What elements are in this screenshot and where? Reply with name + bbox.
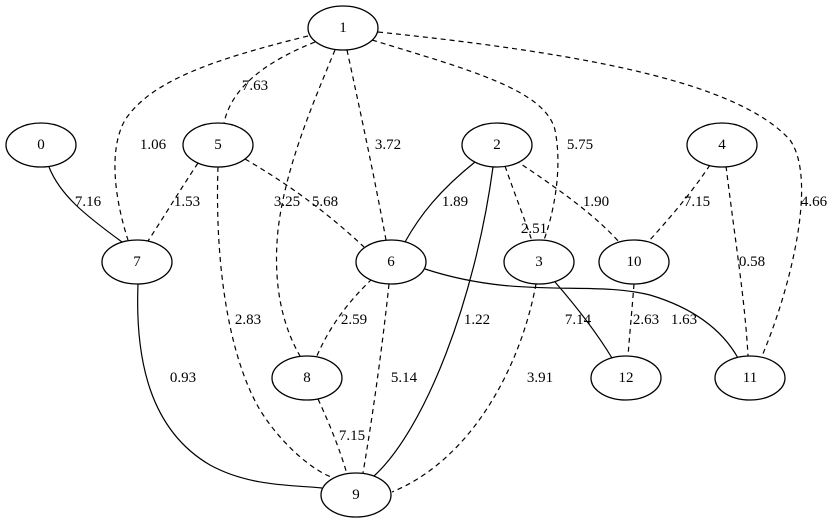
edge-labels-layer: 7.63 1.06 3.25 3.72 5.75 4.66 7.16 1.53 5.68 2.83… (75, 78, 828, 444)
edge-label-8-9: 7.15 (339, 428, 365, 444)
node-ellipse (101, 239, 173, 285)
edge-label-1-11: 4.66 (801, 194, 828, 210)
edge-label-6-11: 1.63 (671, 312, 697, 328)
edge-label-3-9: 3.91 (527, 370, 553, 386)
edge-1-6 (346, 49, 387, 241)
node-7: 7 (101, 239, 173, 285)
node-label: 11 (743, 370, 757, 386)
edge-2-6 (404, 161, 476, 243)
edge-label-7-9: 0.93 (170, 370, 196, 386)
node-6: 6 (355, 239, 427, 285)
node-ellipse (461, 122, 533, 168)
node-5: 5 (182, 122, 254, 168)
edge-4-10 (647, 164, 711, 243)
edge-1-3 (371, 39, 559, 241)
edge-2-10 (514, 159, 621, 244)
node-label: 10 (627, 254, 642, 270)
node-label: 5 (214, 137, 222, 153)
node-ellipse (5, 122, 77, 168)
edge-label-2-3: 2.51 (521, 221, 547, 237)
node-label: 12 (619, 370, 634, 386)
node-9: 9 (320, 472, 392, 518)
edge-1-8 (275, 49, 336, 357)
edge-label-2-6: 1.89 (442, 194, 468, 210)
edge-label-1-3: 5.75 (567, 137, 593, 153)
edge-label-6-9: 5.14 (391, 370, 418, 386)
node-ellipse (590, 355, 662, 401)
edge-5-6 (244, 158, 365, 248)
edge-label-5-7: 1.53 (174, 194, 200, 210)
node-4: 4 (686, 122, 758, 168)
edge-6-9 (362, 283, 390, 474)
edge-1-5 (223, 41, 316, 124)
edge-label-3-12: 7.14 (565, 312, 592, 328)
edge-5-7 (147, 162, 199, 242)
edge-3-12 (554, 281, 613, 359)
edge-0-7 (48, 166, 123, 243)
edge-label-4-10: 7.15 (684, 194, 710, 210)
edge-1-7 (114, 35, 309, 241)
edge-5-9 (216, 166, 336, 479)
node-2: 2 (461, 122, 533, 168)
edge-8-9 (317, 398, 348, 475)
edge-label-1-8: 3.25 (274, 194, 300, 210)
node-label: 0 (37, 137, 45, 153)
edge-label-6-8: 2.59 (341, 312, 367, 328)
edge-label-0-7: 7.16 (75, 194, 102, 210)
edge-label-5-6: 5.68 (312, 194, 338, 210)
edge-4-11 (725, 165, 749, 357)
node-8: 8 (271, 355, 343, 401)
node-0: 0 (5, 122, 77, 168)
edge-label-1-5: 7.63 (242, 78, 268, 94)
edge-7-9 (137, 283, 323, 489)
node-label: 3 (535, 254, 543, 270)
node-label: 2 (493, 137, 501, 153)
node-12: 12 (590, 355, 662, 401)
node-label: 6 (387, 254, 395, 270)
node-label: 4 (718, 137, 726, 153)
node-ellipse (503, 239, 575, 285)
edge-6-8 (315, 278, 373, 359)
node-1: 1 (307, 5, 379, 51)
edges-layer (48, 31, 803, 493)
node-label: 9 (352, 487, 360, 503)
node-ellipse (355, 239, 427, 285)
node-ellipse (307, 5, 379, 51)
node-label: 8 (303, 370, 311, 386)
node-label: 1 (339, 20, 347, 36)
node-ellipse (598, 239, 670, 285)
edge-label-1-7: 1.06 (140, 137, 167, 153)
edge-label-5-9: 2.83 (235, 312, 261, 328)
node-ellipse (271, 355, 343, 401)
edge-10-12 (627, 283, 635, 357)
edge-label-2-9: 1.22 (464, 312, 490, 328)
edge-2-9 (372, 166, 494, 478)
edge-6-11 (424, 268, 739, 359)
node-ellipse (320, 472, 392, 518)
edge-label-4-11: 0.58 (739, 254, 765, 270)
edge-label-2-10: 1.90 (583, 194, 609, 210)
node-3: 3 (503, 239, 575, 285)
edge-1-11 (377, 31, 803, 357)
edge-2-3 (504, 165, 533, 242)
node-label: 7 (133, 254, 141, 270)
edge-label-10-12: 2.63 (633, 312, 659, 328)
node-11: 11 (714, 355, 786, 401)
node-ellipse (686, 122, 758, 168)
node-ellipse (714, 355, 786, 401)
node-10: 10 (598, 239, 670, 285)
node-ellipse (182, 122, 254, 168)
edge-label-1-6: 3.72 (375, 137, 401, 153)
